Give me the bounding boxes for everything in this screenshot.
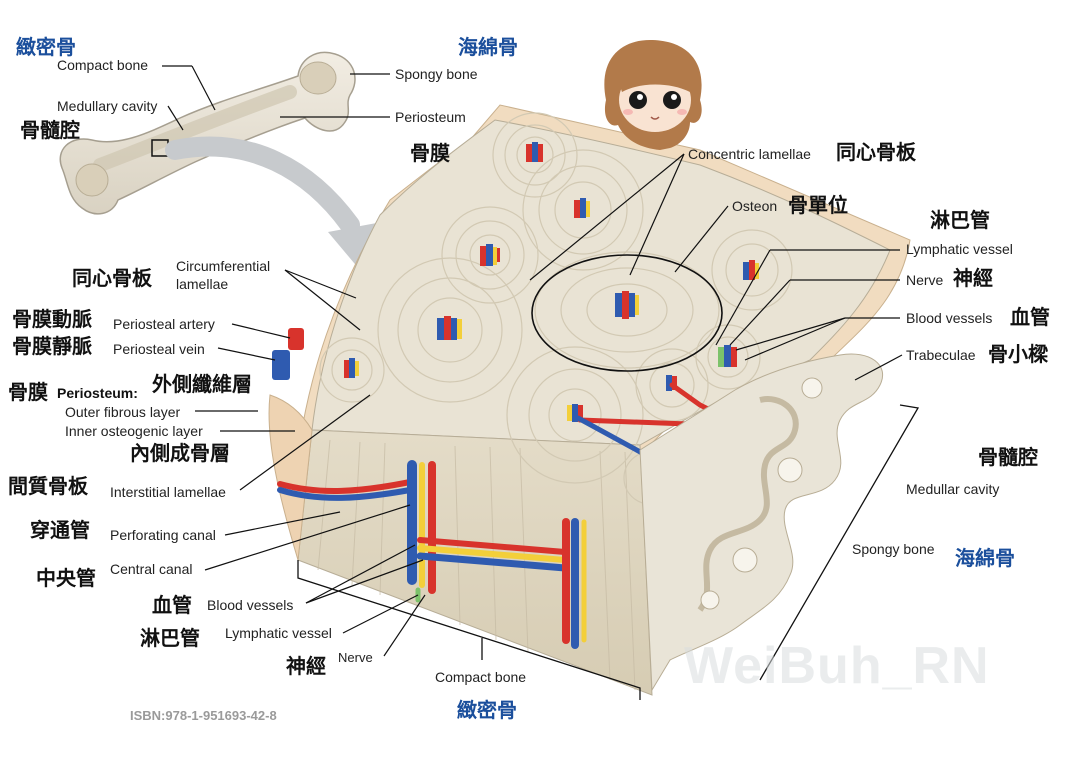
label-spongy-bone-top-zh: 海綿骨 (458, 35, 518, 59)
label-circumferential-zh: 同心骨板 (72, 266, 152, 290)
label-nerve-right-zh: 神經 (953, 266, 993, 290)
label-central-canal-en: Central canal (110, 561, 193, 577)
label-circumferential-en-2: lamellae (176, 276, 229, 292)
label-medullar-cavity-right-en: Medullar cavity (906, 481, 1000, 497)
label-periosteal-artery-en: Periosteal artery (113, 316, 215, 332)
label-nerve-right-en: Nerve (906, 272, 944, 288)
label-periosteal-vein-en: Periosteal vein (113, 341, 205, 357)
label-central-canal-zh: 中央管 (36, 566, 96, 590)
label-nerve-bottom-zh: 神經 (286, 654, 326, 678)
label-outer-fibrous-en: Outer fibrous layer (65, 404, 181, 420)
label-spongy-bone-top-en: Spongy bone (395, 66, 478, 82)
label-lymphatic-vessel-right-zh: 淋巴管 (930, 208, 990, 232)
label-compact-bone-bottom-zh: 緻密骨 (457, 698, 517, 722)
label-medullary-cavity-top-zh: 骨髓腔 (20, 118, 80, 142)
label-compact-bone-bottom-en: Compact bone (435, 669, 527, 685)
watermark-text: WeiBuh_RN (684, 637, 990, 695)
label-circumferential-en-1: Circumferential (176, 258, 271, 274)
label-interstitial-zh: 間質骨板 (8, 474, 88, 498)
label-blood-vessels-bottom-zh: 血管 (152, 593, 192, 617)
label-periosteum-top-en: Periosteum (395, 109, 466, 125)
label-compact-bone-top-zh: 緻密骨 (16, 35, 76, 59)
label-nerve-bottom-en: Nerve (338, 650, 373, 665)
label-trabeculae-zh: 骨小樑 (988, 342, 1048, 366)
label-lymphatic-bottom-zh: 淋巴管 (140, 626, 200, 650)
leader-lines (162, 65, 903, 657)
label-blood-vessels-bottom-en: Blood vessels (207, 597, 294, 613)
label-blood-vessels-right-en: Blood vessels (906, 310, 993, 326)
chibi-character (604, 40, 702, 150)
label-lymphatic-vessel-right-en: Lymphatic vessel (906, 241, 1013, 257)
bracket-lines (297, 404, 920, 700)
vessel-bundles (344, 142, 759, 486)
osteon-highlight (531, 254, 723, 372)
label-periosteum-top-zh: 骨膜 (410, 141, 450, 165)
label-blood-vessels-right-zh: 血管 (1010, 305, 1050, 329)
long-bone (59, 51, 356, 215)
label-lymphatic-bottom-en: Lymphatic vessel (225, 625, 332, 641)
label-perforating-zh: 穿通管 (30, 518, 90, 542)
label-outer-fibrous-zh: 外側纖維層 (152, 372, 252, 396)
label-osteon-zh: 骨單位 (788, 193, 848, 217)
label-concentric-lamellae-en: Concentric lamellae (688, 146, 811, 162)
label-interstitial-en: Interstitial lamellae (110, 484, 226, 500)
label-medullary-cavity-top-en: Medullary cavity (57, 98, 158, 114)
isbn-text: ISBN:978-1-951693-42-8 (130, 708, 277, 723)
spongy-bone-artwork (639, 353, 883, 692)
periosteal-vessels (272, 328, 304, 380)
label-compact-bone-top-en: Compact bone (57, 57, 149, 73)
label-perforating-en: Perforating canal (110, 527, 216, 543)
label-inner-osteogenic-zh: 內側成骨層 (130, 441, 230, 465)
label-periosteal-vein-zh: 骨膜靜脈 (12, 334, 92, 358)
label-periosteum-left-en: Periosteum: (57, 385, 138, 401)
label-inner-osteogenic-en: Inner osteogenic layer (65, 423, 203, 439)
label-spongy-bone-right-en: Spongy bone (852, 541, 935, 557)
label-spongy-bone-right-zh: 海綿骨 (955, 546, 1015, 570)
label-periosteum-left-zh: 骨膜 (8, 380, 48, 404)
label-periosteal-artery-zh: 骨膜動脈 (12, 307, 92, 331)
label-medullar-cavity-right-zh: 骨髓腔 (978, 445, 1038, 469)
osteons (319, 112, 793, 505)
label-osteon-en: Osteon (732, 198, 778, 214)
label-trabeculae-en: Trabeculae (906, 347, 976, 363)
label-concentric-lamellae-zh: 同心骨板 (836, 140, 916, 164)
